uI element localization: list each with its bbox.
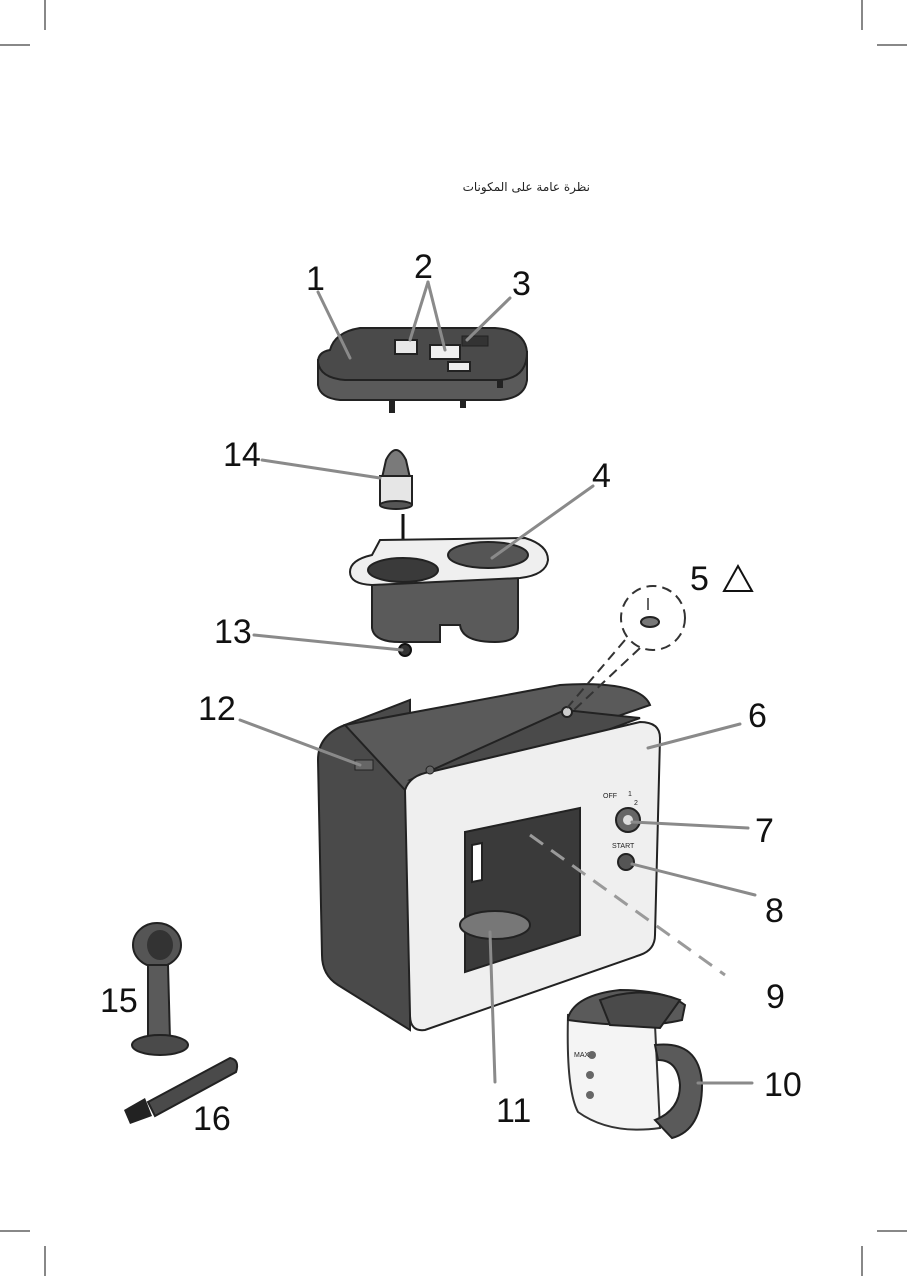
- callout-7: 7: [755, 812, 774, 850]
- callout-2: 2: [414, 248, 433, 286]
- filter-holder-part: [350, 538, 548, 656]
- callout-5: 5: [690, 560, 709, 598]
- callout-13: 13: [214, 613, 252, 651]
- callout-9: 9: [766, 978, 785, 1016]
- callout-16: 16: [193, 1100, 231, 1138]
- lid-part: [318, 328, 527, 413]
- off-label: OFF: [603, 793, 617, 800]
- callout-8: 8: [765, 892, 784, 930]
- callout-12: 12: [198, 690, 236, 728]
- carafe-part: [568, 990, 702, 1138]
- spoon-part: [132, 923, 188, 1055]
- callout-1: 1: [306, 260, 325, 298]
- callout-14: 14: [223, 436, 261, 474]
- callout-10: 10: [764, 1066, 802, 1104]
- start-label: START: [612, 843, 635, 850]
- callout-6: 6: [748, 697, 767, 735]
- machine-body: [318, 684, 660, 1030]
- callout-4: 4: [592, 457, 611, 495]
- callout-11: 11: [496, 1092, 531, 1130]
- callout-3: 3: [512, 265, 531, 303]
- carafe-max-mark: MAX: [574, 1052, 590, 1059]
- two-cup-label: 2: [634, 800, 638, 807]
- warning-icon: [724, 566, 752, 591]
- one-cup-label: 1: [628, 791, 632, 798]
- callout-15: 15: [100, 982, 138, 1020]
